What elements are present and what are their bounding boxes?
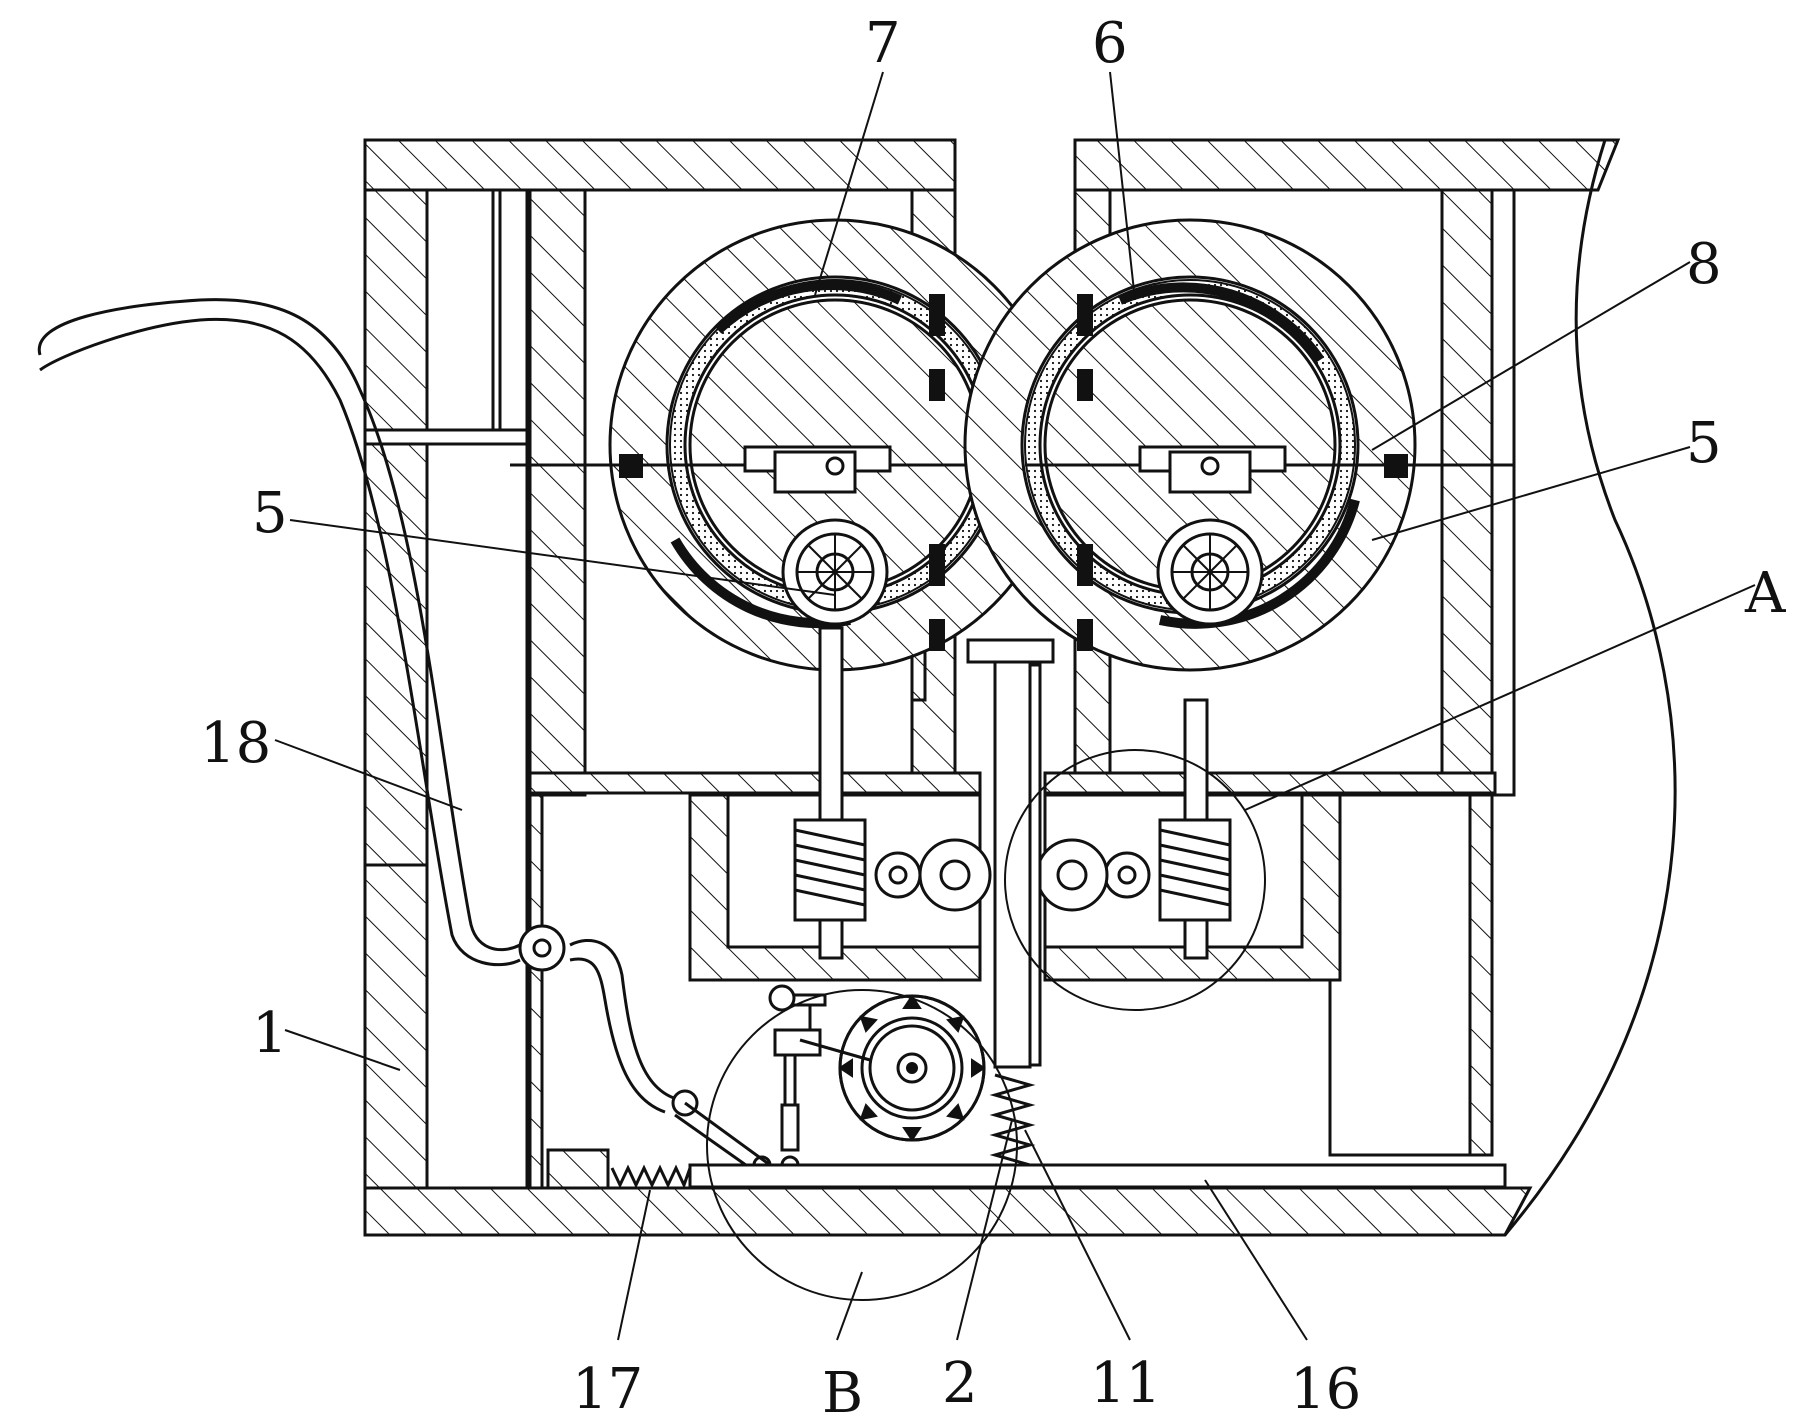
label-6: 6 (1092, 11, 1128, 76)
pedal-lever (37, 298, 771, 1177)
left-gearbox (688, 626, 992, 982)
label-8: 8 (1686, 232, 1722, 297)
label-18: 18 (200, 711, 271, 776)
ratchet-assembly (752, 984, 986, 1175)
slide-rod (688, 1163, 1507, 1189)
label-2: 2 (942, 1351, 978, 1416)
label-B: B (822, 1361, 863, 1422)
label-17: 17 (572, 1357, 643, 1422)
right-lower-chamber (1328, 793, 1494, 1157)
return-spring (610, 1164, 692, 1189)
label-5-right: 5 (1686, 411, 1722, 476)
left-drum-assembly (510, 218, 1062, 672)
label-1: 1 (252, 1001, 288, 1066)
label-11: 11 (1090, 1351, 1161, 1416)
detail-circles (706, 749, 1266, 1301)
label-16: 16 (1290, 1357, 1361, 1422)
leader-lines (274, 71, 1756, 1341)
central-rack (966, 638, 1055, 1069)
left-inner-frame (363, 188, 610, 1190)
label-5-left: 5 (252, 481, 288, 546)
callout-labels: 7 6 8 5 A 5 18 1 17 B 2 11 16 (200, 11, 1786, 1422)
label-A: A (1744, 561, 1786, 626)
right-drum-assembly (963, 218, 1515, 672)
label-7: 7 (865, 11, 901, 76)
housing (363, 138, 1677, 1237)
